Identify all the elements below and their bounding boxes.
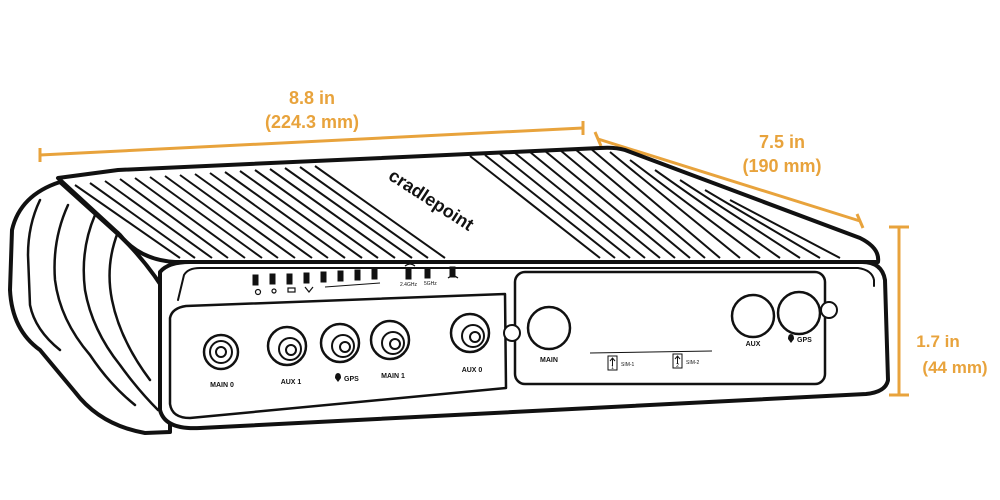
- depth-metric: (190 mm): [742, 156, 821, 176]
- module-label-main: MAIN: [540, 357, 558, 364]
- module-label-aux: AUX: [746, 341, 761, 348]
- width-value: 8.8 in: [289, 88, 335, 108]
- module-screw-left: [503, 324, 521, 342]
- depth-dimension-line: [597, 137, 861, 223]
- module-details: [503, 290, 838, 371]
- module-screw-right: [820, 301, 838, 319]
- height-value: 1.7 in: [916, 332, 959, 351]
- module-port-main: [526, 305, 572, 351]
- connector-main-1: [369, 319, 411, 361]
- connector-aux-0: [449, 312, 491, 354]
- connector-gps: [319, 322, 361, 364]
- led-icons: [254, 263, 459, 296]
- led-indicators: [252, 266, 456, 288]
- module-gps-pin-icon: [788, 334, 794, 343]
- connector-aux-1: [266, 325, 308, 367]
- power-icon: [254, 288, 262, 296]
- location-icon: [271, 288, 277, 294]
- port-label-main-1: MAIN 1: [381, 373, 405, 380]
- module-port-aux: [730, 293, 776, 339]
- connector-main-0: [202, 333, 240, 371]
- sim-1-label: SIM-1: [621, 362, 635, 368]
- sim-2-number: 2: [676, 363, 679, 369]
- gps-pin-icon: [335, 373, 341, 382]
- sim-2-label: SIM-2: [686, 360, 700, 366]
- width-dimension-line: [39, 126, 584, 157]
- port-label-main-0: MAIN 0: [210, 382, 234, 389]
- front-antenna-connectors: [202, 312, 491, 371]
- led-label-5ghz: 5GHz: [424, 281, 437, 287]
- wifi-small-icon: [447, 275, 459, 279]
- depth-value: 7.5 in: [759, 132, 805, 152]
- module-label-gps: GPS: [797, 337, 812, 344]
- led-label-24ghz: 2.4GHz: [400, 282, 417, 288]
- dimension-lines: [38, 121, 909, 397]
- port-label-gps: GPS: [344, 376, 359, 383]
- signal-icon: [304, 286, 314, 293]
- heatsink-fins: [74, 147, 841, 259]
- sim-icon: [287, 287, 296, 293]
- module-port-gps: [776, 290, 822, 336]
- wifi-icon: [404, 263, 416, 267]
- height-metric: (44 mm): [922, 358, 987, 377]
- port-label-aux-1: AUX 1: [281, 379, 302, 386]
- router-body: [8, 145, 890, 435]
- sim-1-number: 1: [611, 365, 614, 371]
- port-label-aux-0: AUX 0: [462, 367, 483, 374]
- width-metric: (224.3 mm): [265, 112, 359, 132]
